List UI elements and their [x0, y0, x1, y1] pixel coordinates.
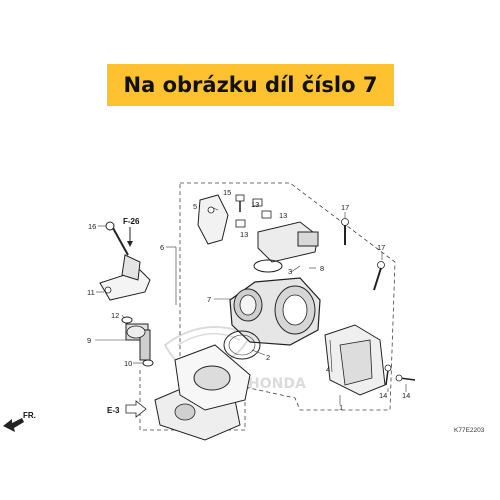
- callout-3: 3: [288, 267, 292, 276]
- gasket-2: [223, 330, 261, 360]
- oring-10: [142, 359, 154, 367]
- intake-insulator: [154, 344, 251, 441]
- callout-14a: 14: [379, 391, 387, 400]
- bracket-5: [197, 194, 229, 245]
- diagram-code: K77E2203: [454, 427, 485, 434]
- cover-4: [324, 324, 386, 396]
- callout-14b: 14: [402, 391, 410, 400]
- leader-lines: [95, 206, 407, 405]
- callout-16: 16: [88, 222, 96, 231]
- callout-11: 11: [87, 288, 95, 297]
- callout-1: 1: [339, 403, 343, 412]
- callout-13b: 13: [279, 211, 287, 220]
- callout-6: 6: [160, 243, 164, 252]
- injector-9: [125, 323, 151, 361]
- callout-13a: 13: [251, 200, 259, 209]
- callout-12: 12: [111, 311, 119, 320]
- callout-4: 4: [326, 365, 330, 374]
- callout-9: 9: [87, 336, 91, 345]
- callout-15: 15: [223, 188, 231, 197]
- callout-numbers: 1 2 3 4 5 6 7 8 9 10 11 12 13 13 13 14 1…: [87, 188, 410, 412]
- callout-17a: 17: [341, 203, 349, 212]
- sensor-3: [253, 221, 319, 273]
- svg-text:F-26: F-26: [123, 217, 140, 226]
- front-arrow: FR.: [3, 411, 36, 432]
- callout-7: 7: [207, 295, 211, 304]
- title-text: Na obrázku díl číslo 7: [123, 73, 378, 97]
- throttle-body-7: [229, 277, 321, 346]
- clip-13c: [235, 219, 246, 228]
- watermark-text: HONDA: [248, 376, 306, 392]
- bolt-16: [105, 221, 129, 256]
- oring-12: [121, 316, 133, 324]
- clip-13a: [252, 198, 263, 207]
- svg-text:FR.: FR.: [23, 411, 36, 420]
- callout-10: 10: [124, 359, 132, 368]
- bolt-14a: [384, 364, 392, 386]
- title-banner: Na obrázku díl číslo 7: [107, 64, 394, 106]
- callout-13c: 13: [240, 230, 248, 239]
- callout-5: 5: [193, 202, 197, 211]
- callout-17b: 17: [377, 243, 385, 252]
- screw-15: [235, 194, 245, 212]
- bolt-17a: [341, 218, 349, 245]
- bolt-14b: [395, 374, 416, 382]
- clip-13b: [261, 210, 272, 219]
- callout-2: 2: [266, 353, 270, 362]
- bolt-17b: [373, 261, 385, 291]
- svg-text:E-3: E-3: [107, 406, 120, 415]
- callout-8: 8: [320, 264, 324, 273]
- ref-e3: E-3: [107, 400, 147, 418]
- bracket-11: [99, 254, 151, 301]
- ref-f26: F-26: [123, 217, 140, 247]
